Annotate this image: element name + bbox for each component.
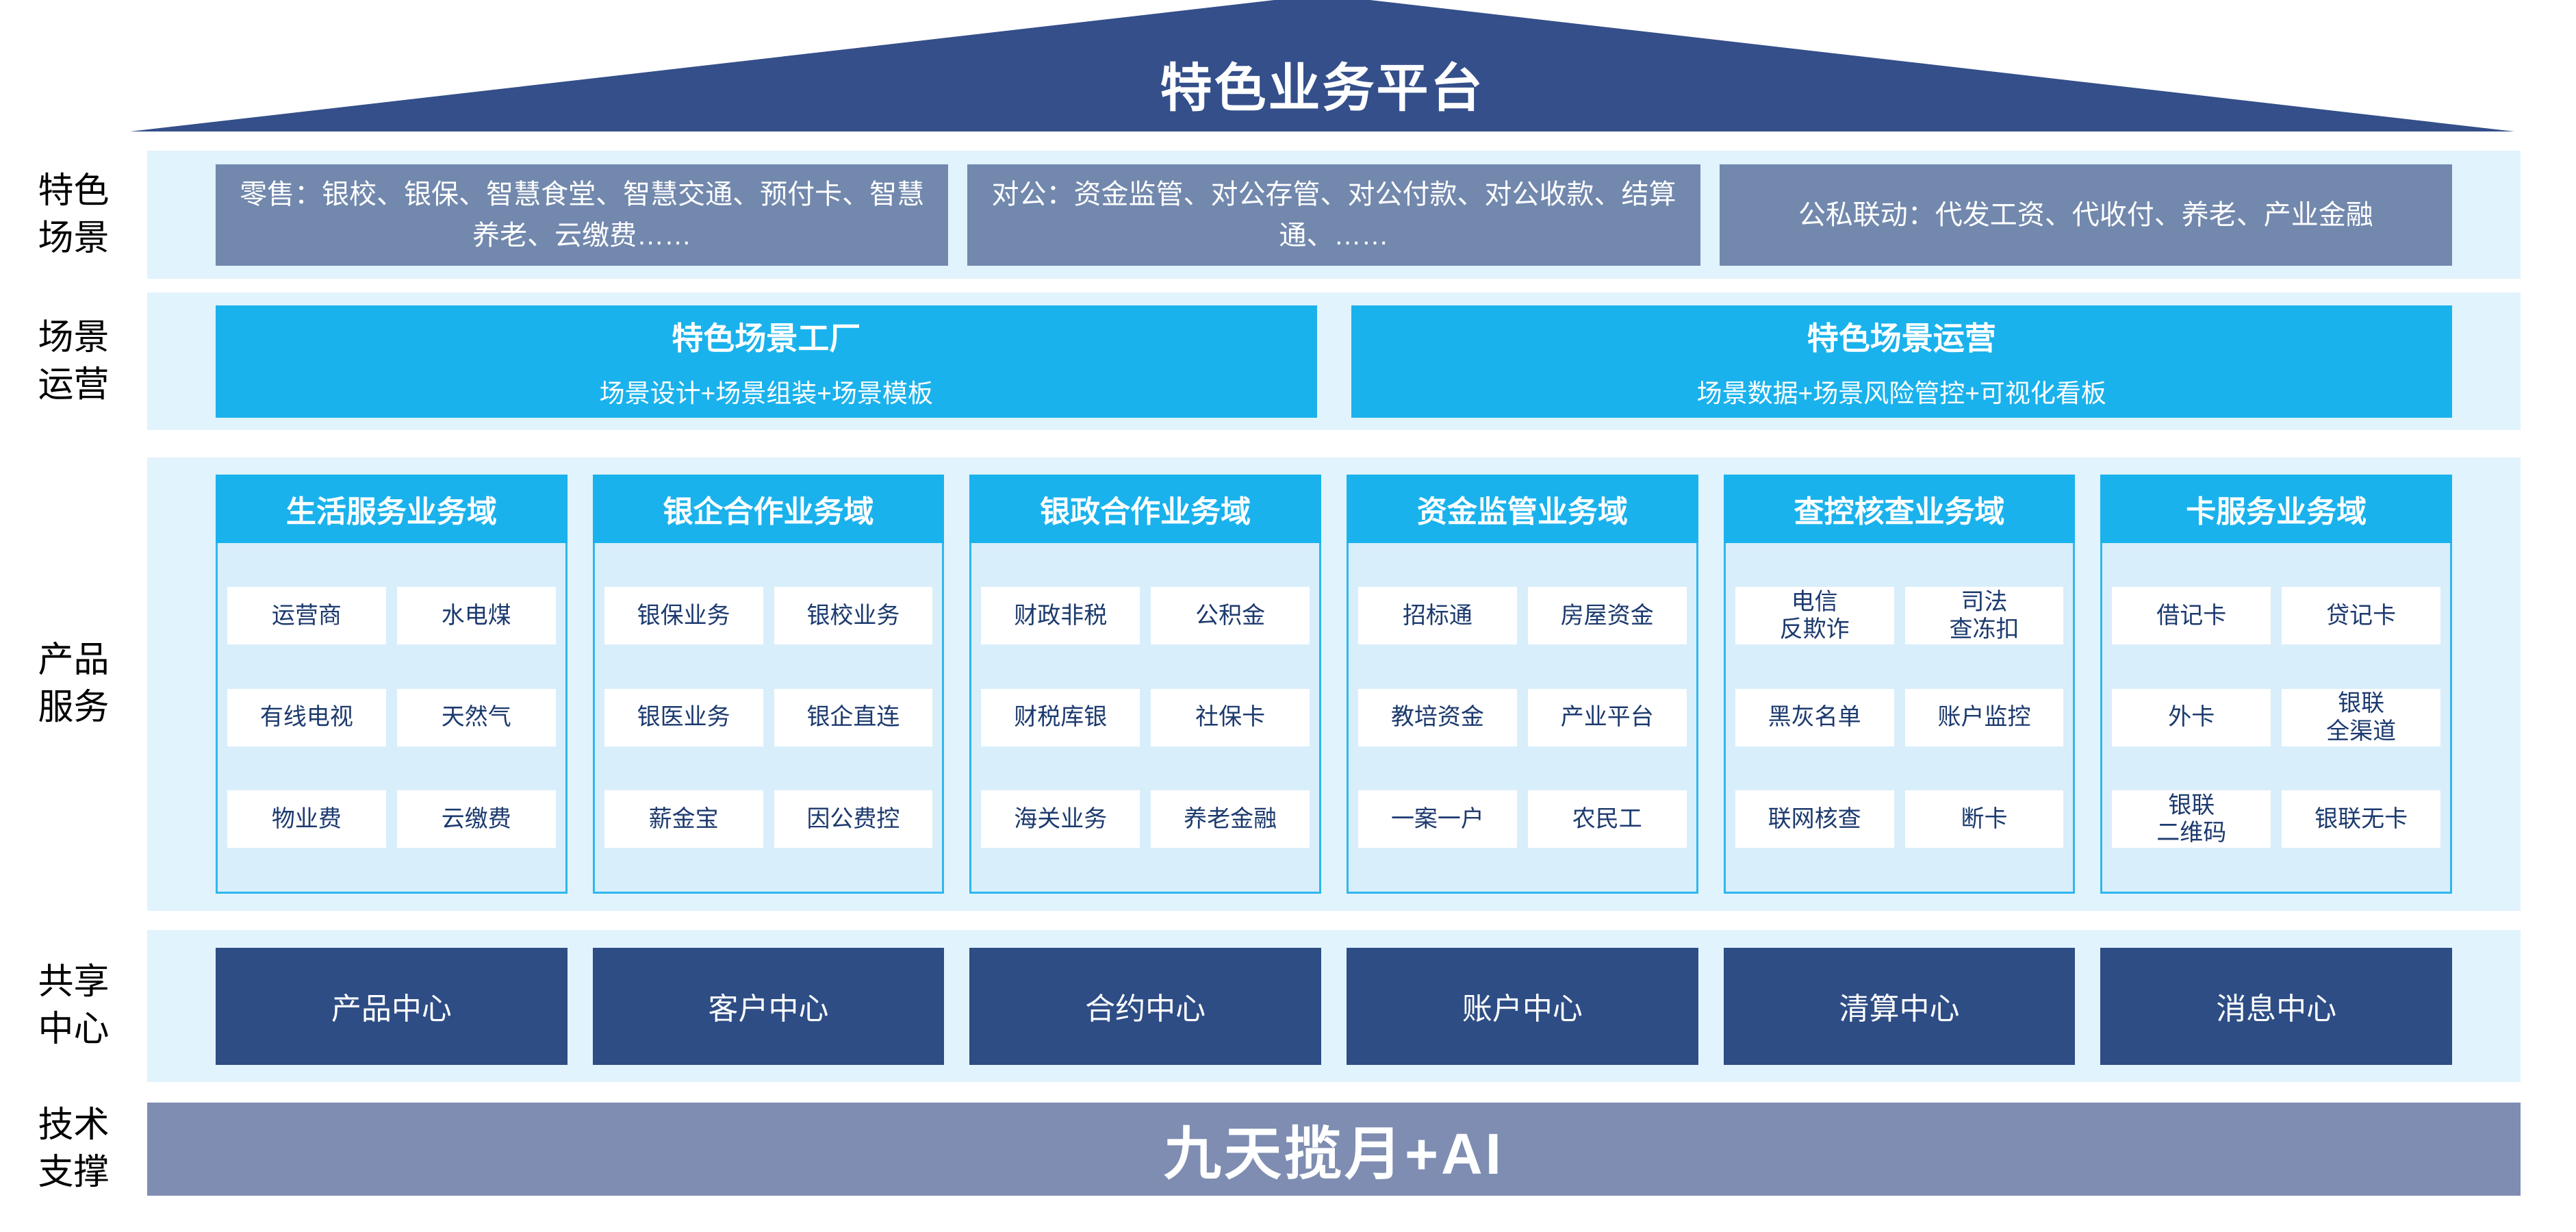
product-cell: 贷记卡 [2282, 587, 2441, 645]
op-box-subtitle: 场景设计+场景组装+场景模板 [599, 379, 933, 407]
product-cell: 账户监控 [1904, 688, 2064, 746]
scene-box-linkage: 公私联动：代发工资、代收付、养老、产业金融 [1719, 164, 2452, 266]
product-cell: 财税库银 [981, 688, 1140, 746]
op-box-title: 特色场景工厂 [672, 320, 861, 356]
product-cell: 天然气 [396, 688, 556, 746]
product-cell: 联网核查 [1735, 790, 1894, 848]
op-box-scene-factory: 特色场景工厂 场景设计+场景组装+场景模板 [216, 305, 1317, 418]
product-cell: 银医业务 [604, 688, 763, 746]
scene-box-corporate: 对公：资金监管、对公存管、对公付款、对公收款、结算通、…… [967, 164, 1700, 266]
cell-row: 薪金宝 因公费控 [604, 790, 933, 848]
product-column-header: 卡服务业务域 [2100, 475, 2453, 543]
product-column-bank-government: 银政合作业务域 财政非税 公积金 财税库银 社保卡 海关业务 养老金融 [969, 475, 1322, 894]
product-cell: 因公费控 [774, 790, 933, 848]
product-column-header: 银企合作业务域 [592, 475, 945, 543]
product-cell: 银企直连 [774, 688, 933, 746]
products-band: 生活服务业务域 运营商 水电煤 有线电视 天然气 物业费 云缴费 银企合作业务域 [147, 457, 2521, 911]
product-column-header: 生活服务业务域 [216, 475, 568, 543]
product-column-inquiry-control: 查控核查业务域 电信 反欺诈 司法 查冻扣 黑灰名单 账户监控 联网核查 断卡 [1723, 475, 2076, 894]
product-cell: 房屋资金 [1527, 587, 1687, 645]
cell-row: 一案一户 农民工 [1358, 790, 1687, 848]
product-cell: 有线电视 [227, 688, 386, 746]
product-cell: 一案一户 [1358, 790, 1517, 848]
product-cell: 海关业务 [981, 790, 1140, 848]
center-box-product: 产品中心 [216, 947, 568, 1065]
product-cell: 教培资金 [1358, 688, 1517, 746]
center-box-clearing: 清算中心 [1723, 947, 2076, 1065]
shared-centers-band: 产品中心 客户中心 合约中心 账户中心 清算中心 消息中心 [147, 930, 2521, 1082]
product-column-body: 电信 反欺诈 司法 查冻扣 黑灰名单 账户监控 联网核查 断卡 [1723, 543, 2076, 894]
product-column-body: 财政非税 公积金 财税库银 社保卡 海关业务 养老金融 [969, 543, 1322, 894]
center-box-account: 账户中心 [1347, 947, 1698, 1065]
product-cell: 银校业务 [774, 587, 933, 645]
product-cell: 农民工 [1527, 790, 1687, 848]
product-cell: 黑灰名单 [1735, 688, 1894, 746]
cell-row: 银医业务 银企直连 [604, 688, 933, 746]
side-label-products: 产品 服务 [38, 640, 110, 727]
scene-box-retail: 零售：银校、银保、智慧食堂、智慧交通、预付卡、智慧养老、云缴费…… [216, 164, 949, 266]
cell-row: 招标通 房屋资金 [1358, 587, 1687, 645]
product-cell: 物业费 [227, 790, 386, 848]
op-box-title: 特色场景运营 [1807, 320, 1996, 356]
cell-row: 银保业务 银校业务 [604, 587, 933, 645]
product-column-bank-enterprise: 银企合作业务域 银保业务 银校业务 银医业务 银企直连 薪金宝 因公费控 [592, 475, 945, 894]
cell-row: 财政非税 公积金 [981, 587, 1310, 645]
product-cell: 银联无卡 [2282, 790, 2441, 848]
side-label-shared: 共享 中心 [38, 962, 110, 1049]
product-cell: 云缴费 [396, 790, 556, 848]
side-label-tech: 技术 支撑 [38, 1105, 110, 1192]
cell-row: 运营商 水电煤 [227, 587, 556, 645]
product-cell: 公积金 [1151, 587, 1310, 645]
product-column-fund-supervision: 资金监管业务域 招标通 房屋资金 教培资金 产业平台 一案一户 农民工 [1347, 475, 1698, 894]
product-column-header: 银政合作业务域 [969, 475, 1322, 543]
product-cell: 借记卡 [2112, 587, 2271, 645]
cell-row: 外卡 银联 全渠道 [2112, 688, 2441, 746]
product-column-life-services: 生活服务业务域 运营商 水电煤 有线电视 天然气 物业费 云缴费 [216, 475, 568, 894]
product-column-body: 招标通 房屋资金 教培资金 产业平台 一案一户 农民工 [1347, 543, 1698, 894]
cell-row: 借记卡 贷记卡 [2112, 587, 2441, 645]
op-box-subtitle: 场景数据+场景风险管控+可视化看板 [1696, 379, 2106, 407]
product-cell: 养老金融 [1151, 790, 1310, 848]
product-cell: 银保业务 [604, 587, 763, 645]
product-cell: 外卡 [2112, 688, 2271, 746]
product-column-header: 资金监管业务域 [1347, 475, 1698, 543]
center-box-message: 消息中心 [2100, 947, 2453, 1065]
product-column-body: 运营商 水电煤 有线电视 天然气 物业费 云缴费 [216, 543, 568, 894]
side-label-operations: 场景 运营 [38, 317, 110, 405]
cell-row: 黑灰名单 账户监控 [1735, 688, 2064, 746]
scenes-band: 零售：银校、银保、智慧食堂、智慧交通、预付卡、智慧养老、云缴费…… 对公：资金监… [147, 151, 2521, 279]
cell-row: 财税库银 社保卡 [981, 688, 1310, 746]
cell-row: 教培资金 产业平台 [1358, 688, 1687, 746]
product-cell: 银联 全渠道 [2282, 688, 2441, 746]
side-label-scenes: 特色 场景 [38, 171, 110, 258]
product-cell: 产业平台 [1527, 688, 1687, 746]
cell-row: 有线电视 天然气 [227, 688, 556, 746]
center-box-contract: 合约中心 [969, 947, 1322, 1065]
product-cell: 薪金宝 [604, 790, 763, 848]
page-title: 特色业务平台 [1160, 60, 1485, 118]
product-cell: 运营商 [227, 587, 386, 645]
product-cell: 银联 二维码 [2112, 790, 2271, 848]
cell-row: 银联 二维码 银联无卡 [2112, 790, 2441, 848]
cell-row: 海关业务 养老金融 [981, 790, 1310, 848]
roof-banner: 特色业务平台 [130, 0, 2514, 131]
product-cell: 招标通 [1358, 587, 1517, 645]
op-box-scene-operation: 特色场景运营 场景数据+场景风险管控+可视化看板 [1351, 305, 2452, 418]
product-cell: 电信 反欺诈 [1735, 587, 1894, 645]
product-column-card-services: 卡服务业务域 借记卡 贷记卡 外卡 银联 全渠道 银联 二维码 银联无卡 [2100, 475, 2453, 894]
product-column-body: 借记卡 贷记卡 外卡 银联 全渠道 银联 二维码 银联无卡 [2100, 543, 2453, 894]
tech-support-bar: 九天揽月+AI [147, 1103, 2521, 1196]
product-column-body: 银保业务 银校业务 银医业务 银企直连 薪金宝 因公费控 [592, 543, 945, 894]
operations-band: 特色场景工厂 场景设计+场景组装+场景模板 特色场景运营 场景数据+场景风险管控… [147, 292, 2521, 430]
cell-row: 联网核查 断卡 [1735, 790, 2064, 848]
product-cell: 财政非税 [981, 587, 1140, 645]
center-box-customer: 客户中心 [592, 947, 945, 1065]
product-cell: 司法 查冻扣 [1904, 587, 2064, 645]
product-cell: 社保卡 [1151, 688, 1310, 746]
product-cell: 水电煤 [396, 587, 556, 645]
product-column-header: 查控核查业务域 [1723, 475, 2076, 543]
product-cell: 断卡 [1904, 790, 2064, 848]
cell-row: 电信 反欺诈 司法 查冻扣 [1735, 587, 2064, 645]
cell-row: 物业费 云缴费 [227, 790, 556, 848]
